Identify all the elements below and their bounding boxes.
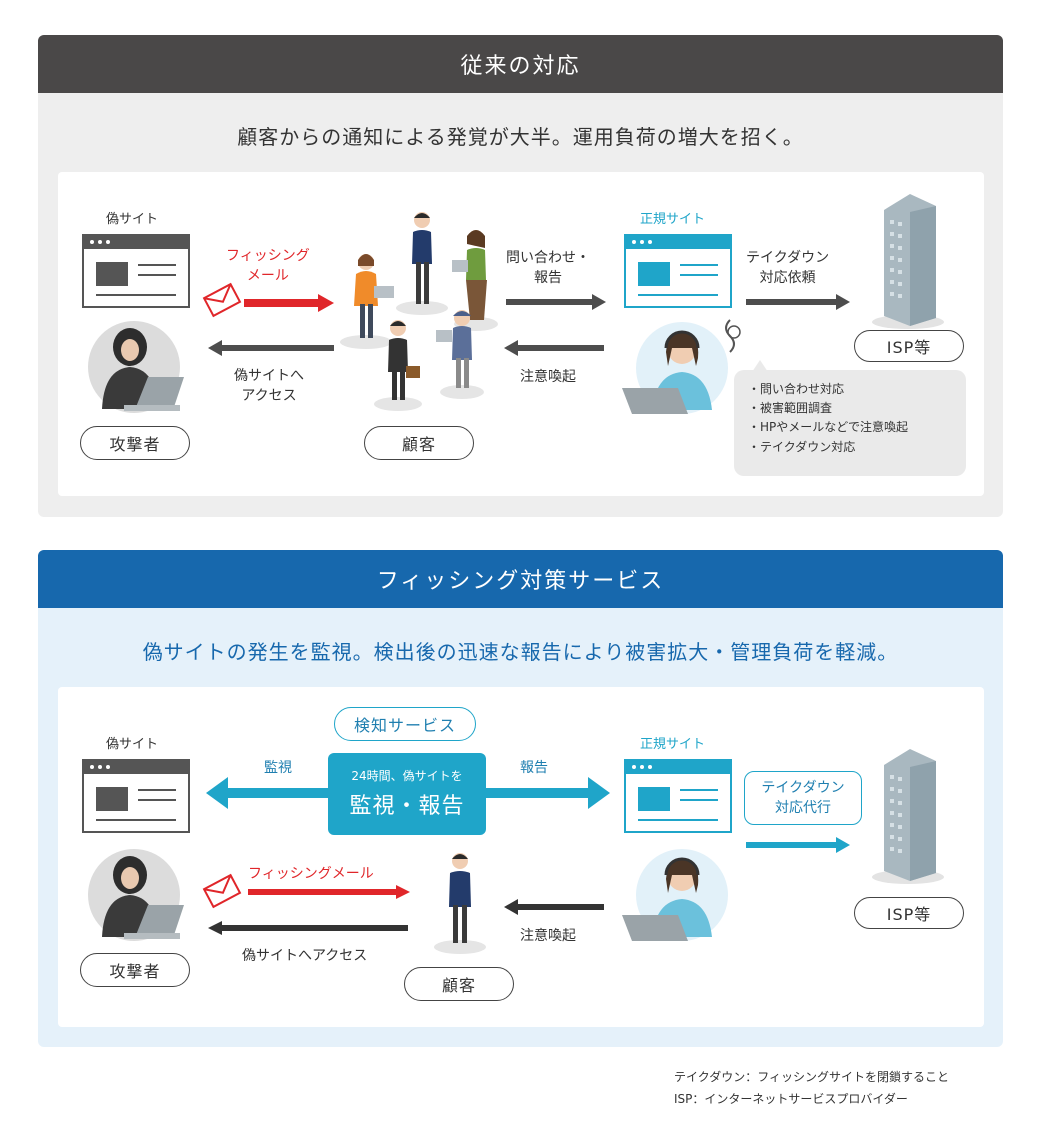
- takedown-request-label: テイクダウン 対応依頼: [746, 248, 829, 289]
- fake-site-window: [82, 759, 190, 833]
- access-label: 偽サイトへアクセス: [242, 948, 368, 964]
- inquiry-line2: 報告: [534, 270, 562, 287]
- access-line2: アクセス: [241, 388, 297, 405]
- customers-group: [340, 212, 498, 411]
- service-subtitle: 偽サイトの発生を監視。検出後の迅速な報告により被害拡大・管理負荷を軽減。: [142, 640, 899, 664]
- task-item: ・問い合わせ対応: [748, 382, 845, 396]
- phishing-mail-label: フィッシングメール: [248, 866, 374, 882]
- takedown-proxy-line1: テイクダウン: [761, 780, 845, 796]
- phishing-mail-line2: メール: [246, 268, 289, 285]
- attacker-pill: 攻撃者: [80, 426, 190, 460]
- attacker-figure: [88, 849, 184, 941]
- inquiry-label: 問い合わせ・ 報告: [506, 248, 590, 289]
- takedown-request-arrow: [746, 294, 850, 310]
- fake-site-label: 偽サイト: [106, 212, 159, 227]
- conventional-subtitle: 顧客からの通知による発覚が大半。運用負荷の増大を招く。: [237, 125, 804, 149]
- attacker-pill: 攻撃者: [80, 953, 190, 987]
- tasks-bubble-tip: [752, 360, 768, 372]
- phishing-mail-label: フィッシング メール: [226, 246, 310, 287]
- phishing-mail-line1: フィッシング: [226, 248, 310, 264]
- takedown-request-line2: 対応依頼: [759, 270, 816, 287]
- inquiry-line1: 問い合わせ・: [506, 250, 590, 266]
- tasks-bubble: ・問い合わせ対応 ・被害範囲調査 ・HPやメールなどで注意喚起 ・テイクダウン対…: [734, 370, 966, 476]
- legit-site-window: [624, 234, 732, 308]
- monitor-report-box-large: 監視・報告: [349, 794, 465, 819]
- monitor-report-box: 24時間、偽サイトを 監視・報告: [328, 753, 486, 835]
- service-diagram: 偽サイト 検知サービス 監視 報告 24時間、偽サイトを 監視・報告 正規サイト…: [58, 687, 984, 1027]
- detection-service-pill: 検知サービス: [334, 707, 476, 741]
- service-panel: フィッシング対策サービス 偽サイトの発生を監視。検出後の迅速な報告により被害拡大…: [38, 550, 1003, 1047]
- inquiry-arrow: [506, 294, 606, 310]
- takedown-proxy-arrow: [746, 837, 850, 853]
- monitor-label: 監視: [264, 760, 292, 776]
- fake-site-label: 偽サイト: [106, 737, 159, 752]
- phishing-mail-arrow: [248, 885, 410, 899]
- task-item: ・被害範囲調査: [748, 401, 833, 416]
- operator-figure: [622, 319, 741, 414]
- legit-site-label: 正規サイト: [640, 737, 706, 752]
- attacker-figure: [88, 321, 184, 413]
- customer-pill: 顧客: [364, 426, 474, 460]
- envelope-icon: [202, 282, 242, 318]
- takedown-proxy-line2: 対応代行: [775, 800, 831, 817]
- takedown-proxy-box: テイクダウン 対応代行: [744, 771, 862, 825]
- legit-site-label: 正規サイト: [640, 212, 706, 227]
- report-label: 報告: [520, 760, 548, 776]
- isp-pill: ISP等: [854, 330, 964, 362]
- isp-building-icon: [872, 194, 944, 329]
- legit-site-window: [624, 759, 732, 833]
- task-item: ・HPやメールなどで注意喚起: [748, 420, 909, 435]
- phishing-mail-arrow: [244, 294, 334, 312]
- conventional-diagram: 偽サイト 攻撃者 フィッシング メール: [58, 172, 984, 496]
- alert-label: 注意喚起: [520, 928, 576, 944]
- takedown-request-line1: テイクダウン: [746, 250, 830, 266]
- alert-label: 注意喚起: [520, 369, 576, 385]
- customer-pill: 顧客: [404, 967, 514, 1001]
- isp-building-icon: [872, 749, 944, 884]
- access-arrow: [208, 921, 408, 935]
- conventional-panel: 従来の対応 顧客からの通知による発覚が大半。運用負荷の増大を招く。 偽サイト 攻…: [38, 35, 1003, 517]
- footnote-takedown: テイクダウン：フィッシングサイトを閉鎖すること: [674, 1070, 950, 1084]
- monitor-report-box-small: 24時間、偽サイトを: [351, 769, 463, 783]
- isp-pill: ISP等: [854, 897, 964, 929]
- access-arrow: [208, 340, 334, 356]
- alert-arrow: [504, 899, 604, 915]
- fake-site-window: [82, 234, 190, 308]
- access-label: 偽サイトへ アクセス: [234, 366, 304, 407]
- alert-arrow: [504, 340, 604, 356]
- access-line1: 偽サイトへ: [234, 368, 304, 384]
- footnote-isp: ISP：インターネットサービスプロバイダー: [674, 1092, 908, 1107]
- customer-figure: [434, 853, 486, 954]
- footnotes: テイクダウン：フィッシングサイトを閉鎖すること ISP：インターネットサービスプ…: [674, 1066, 949, 1110]
- operator-figure: [622, 849, 728, 941]
- service-header: フィッシング対策サービス: [38, 550, 1003, 608]
- conventional-header: 従来の対応: [38, 35, 1003, 93]
- envelope-icon: [202, 873, 242, 909]
- task-item: ・テイクダウン対応: [748, 439, 856, 454]
